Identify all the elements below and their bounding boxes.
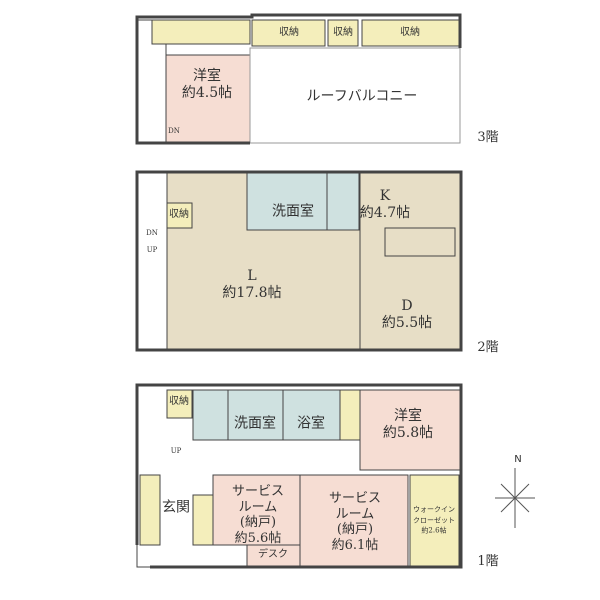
- floor-2-label: 2階: [477, 340, 499, 356]
- floor-3-label: 3階: [477, 130, 499, 146]
- f2-storage: [166, 202, 193, 229]
- service-room-1-label: サービスルーム(納戸)約5.6帖: [231, 483, 285, 546]
- f1-wic: [409, 474, 460, 567]
- f3-storage-2: [327, 19, 359, 47]
- f2-washroom: [246, 172, 328, 231]
- wic-label: ウォークインクローゼット約2.6帖: [413, 505, 455, 535]
- compass-icon: [495, 468, 535, 528]
- f1-closet: [339, 389, 361, 441]
- f3-storage-2-label: 収納: [333, 27, 353, 38]
- f1-service-room-1: [212, 474, 301, 546]
- service-room-2-label: サービスルーム(納戸)約6.1帖: [328, 490, 382, 553]
- f1-toilet: [192, 389, 229, 441]
- f2-stairs: [137, 172, 168, 350]
- f3-storage-1-label: 収納: [279, 27, 299, 38]
- f1-shoe-storage: [139, 474, 161, 546]
- f1-bedroom: [359, 389, 461, 471]
- f2-storage-label: 収納: [169, 209, 189, 220]
- f1-up-label: UP: [170, 446, 182, 455]
- bath-label: 浴室: [297, 415, 325, 432]
- f1-storage-label: 収納: [169, 396, 189, 407]
- f2-up-label: UP: [146, 245, 158, 254]
- entrance-label: 玄関: [162, 499, 190, 516]
- f3-storage-3-label: 収納: [400, 27, 420, 38]
- f1-washroom-label: 洗面室: [234, 415, 276, 432]
- f2-washroom-label: 洗面室: [272, 203, 314, 220]
- f2-toilet: [326, 172, 360, 231]
- f3-balcony: [249, 47, 461, 144]
- floor-1-label: 1階: [477, 554, 499, 570]
- f1-storage: [166, 389, 193, 419]
- f1-closet-2: [192, 494, 214, 546]
- f1-service-room-2: [299, 474, 409, 567]
- f3-storage-1: [251, 19, 326, 47]
- balcony-label: ルーフバルコニー: [306, 88, 418, 105]
- kitchen-counter: [384, 227, 456, 257]
- f3-bedroom-label: 洋室約4.5帖: [181, 68, 233, 101]
- f3-dn-label: DN: [168, 126, 180, 135]
- f3-storage-3: [361, 19, 460, 47]
- f1-bedroom-label: 洋室約5.8帖: [382, 408, 434, 441]
- compass-north-label: N: [514, 454, 522, 465]
- f3-closet-strip: [151, 19, 251, 45]
- f2-dn-label: DN: [146, 228, 158, 237]
- f1-washroom: [227, 389, 284, 441]
- desk-label: デスク: [258, 549, 288, 560]
- f3-bedroom: [165, 54, 251, 144]
